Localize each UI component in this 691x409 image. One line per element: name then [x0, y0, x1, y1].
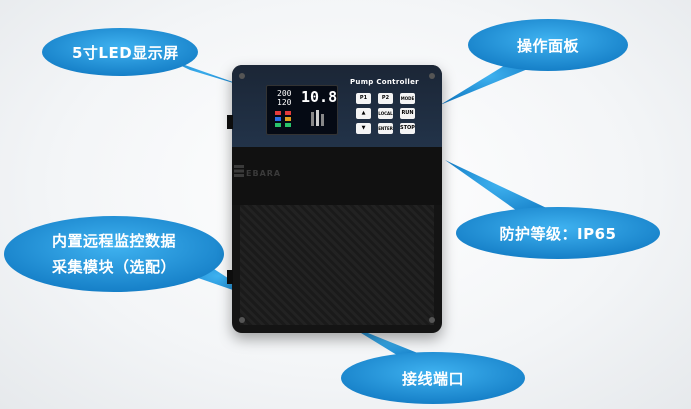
callout-ip65-label: 防护等级：IP65 [499, 225, 617, 243]
callout-remote-label-1: 内置远程监控数据 [51, 232, 176, 250]
display-small-bottom: 120 [277, 98, 292, 107]
device-carbon-cover [240, 205, 434, 325]
screw-icon [429, 73, 435, 79]
device-middle-band [232, 147, 442, 205]
callout-bubble-led [42, 28, 250, 88]
display-indicator-icons [275, 110, 324, 127]
screw-icon [429, 317, 435, 323]
display-large-value: 10.8 [301, 88, 338, 106]
key-p2[interactable]: P2 [378, 93, 393, 104]
brand-name: EBARA [246, 169, 282, 178]
screw-icon [239, 317, 245, 323]
callout-led-label: 5寸LED显示屏 [72, 44, 179, 62]
key-down[interactable]: ▼ [356, 123, 371, 134]
panel-title: Pump Controller [350, 78, 419, 86]
key-local[interactable]: LOCAL [378, 108, 393, 119]
key-p1[interactable]: P1 [356, 93, 371, 104]
pump-controller-device: 200 120 10.8 Pump Controller P1 P2 MODE … [227, 65, 442, 333]
key-stop[interactable]: STOP [400, 123, 415, 134]
callout-wiring-label: 接线端口 [401, 370, 464, 388]
key-run[interactable]: RUN [400, 108, 415, 119]
callout-panel-label: 操作面板 [516, 37, 579, 55]
display-small-top: 200 [277, 89, 292, 98]
key-mode[interactable]: MODE [400, 93, 415, 104]
callout-bubble-panel [440, 19, 628, 105]
callout-remote-label-2: 采集模块（选配） [51, 258, 176, 276]
callout-bubble-wiring [341, 325, 525, 404]
side-clip [227, 115, 233, 129]
ebara-logo-icon [234, 165, 244, 177]
led-display: 200 120 10.8 [266, 85, 338, 135]
side-clip [227, 270, 233, 284]
screw-icon [239, 73, 245, 79]
key-up[interactable]: ▲ [356, 108, 371, 119]
callout-bubble-ip65 [445, 160, 660, 259]
key-enter[interactable]: ENTER [378, 123, 393, 134]
